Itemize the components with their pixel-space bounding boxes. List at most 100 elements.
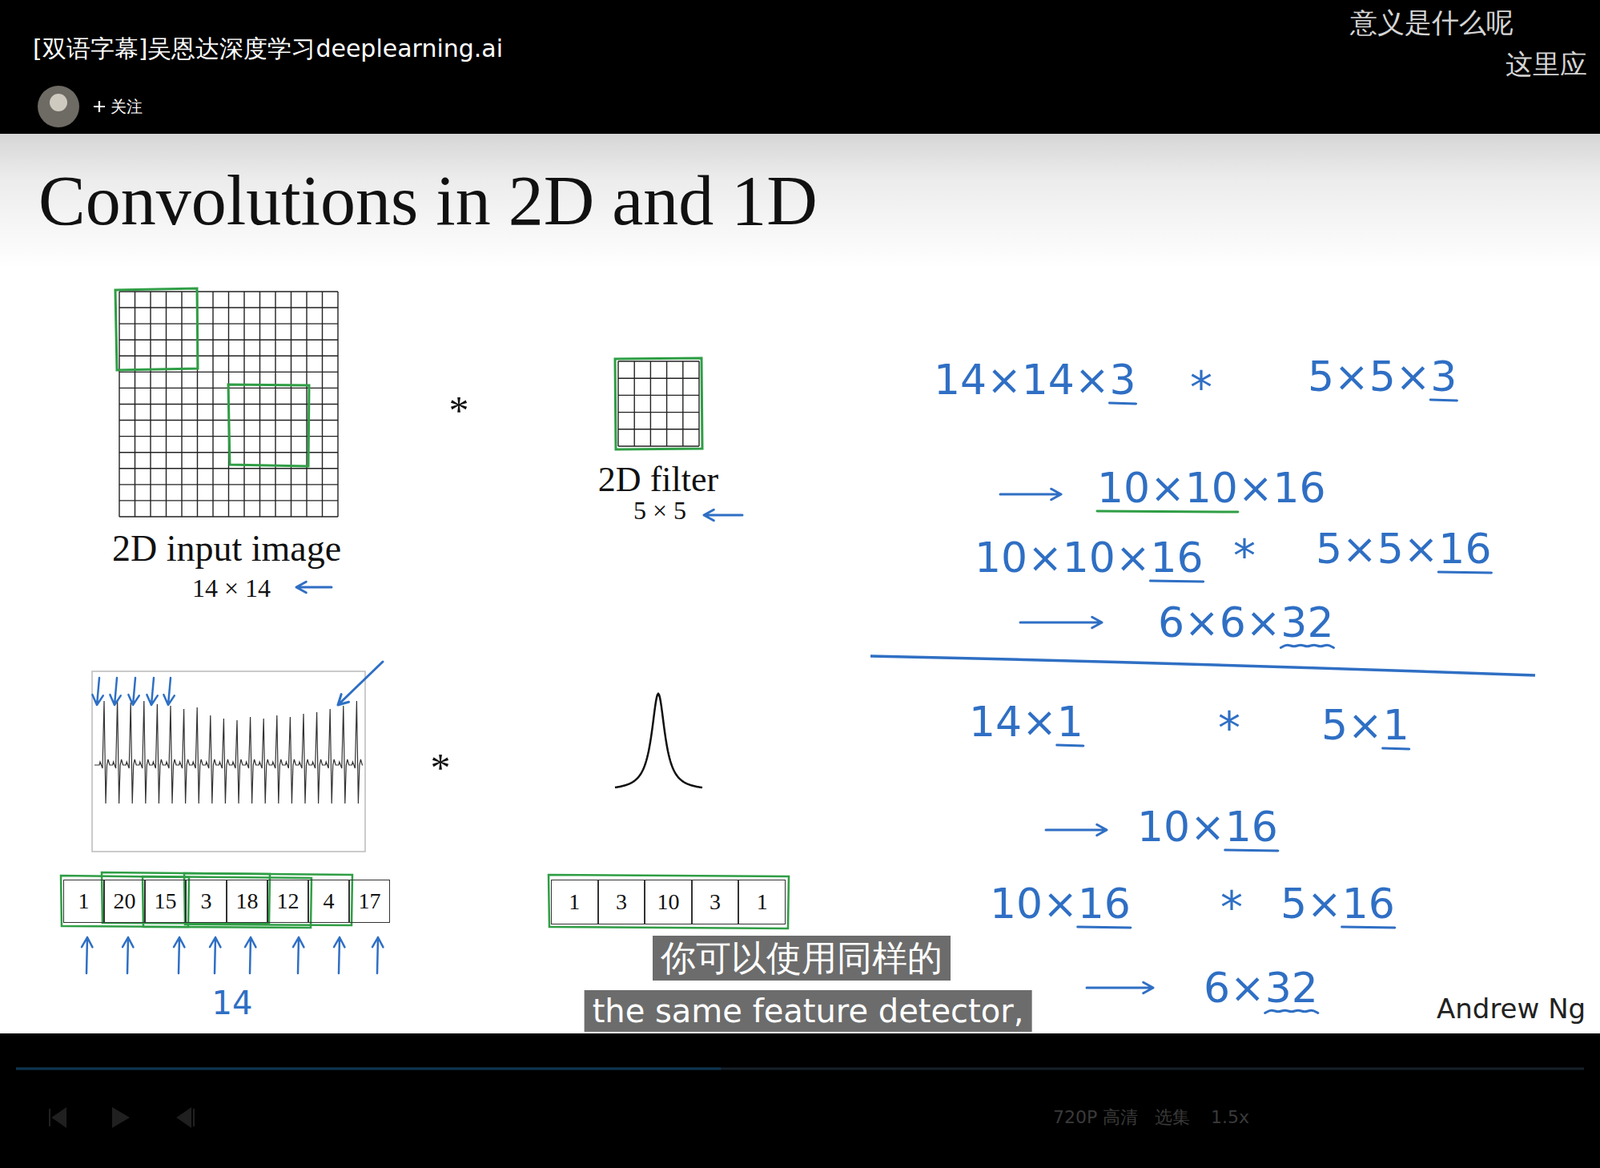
video-title: [双语字幕]吴恩达深度学习deeplearning.ai — [32, 36, 503, 61]
window-outline — [228, 384, 310, 467]
hand-arrow — [128, 677, 139, 705]
hand-dimension: 5×1 — [1321, 703, 1410, 746]
dimension: 5 × 5 — [633, 497, 687, 523]
hand-arrow — [81, 936, 93, 973]
grid-line — [618, 445, 700, 447]
episode-button: 选集 — [1154, 1108, 1190, 1126]
grid-line — [337, 291, 338, 517]
progress-played — [16, 1067, 721, 1070]
hand-arrow — [337, 661, 383, 705]
grid-line — [618, 428, 700, 430]
hand-underline — [1109, 402, 1136, 404]
cell-value: 1 — [568, 890, 580, 913]
grid-line — [274, 291, 276, 517]
sequence-cell: 1 — [63, 879, 105, 923]
filter-outline — [615, 357, 703, 450]
window-outline — [184, 872, 353, 925]
hand-dimension: 14×1 — [968, 700, 1084, 743]
hand-underline — [1057, 744, 1084, 746]
hand-underline — [1438, 571, 1492, 573]
hand-dimension: 10×16 — [1137, 805, 1279, 848]
cell-value: 3 — [709, 890, 721, 913]
grid-line — [259, 291, 261, 517]
hand-dimension: 10×10×16 — [1097, 466, 1327, 509]
sequence-cell: 10 — [644, 879, 692, 925]
follow-button: 关注 — [110, 98, 143, 115]
speed-button: 1.5x — [1210, 1108, 1250, 1126]
hand-arrow — [209, 936, 221, 973]
hand-operator: * — [1233, 533, 1256, 579]
figure-label: 2D input image — [112, 530, 342, 567]
grid-line — [290, 291, 292, 517]
hand-underline — [1265, 1009, 1319, 1013]
cell-value: 15 — [154, 889, 177, 913]
hand-arrow — [173, 936, 185, 973]
window-outline — [142, 876, 312, 928]
hand-arrow — [703, 509, 743, 520]
cell-value: 1 — [78, 889, 90, 913]
input-grid — [119, 291, 338, 517]
danmaku-comment: 这里应 — [1505, 50, 1588, 78]
hand-underline — [1382, 747, 1410, 749]
quality-button: 720P 高清 — [1053, 1108, 1138, 1126]
hand-dimension: 10×16 — [989, 882, 1131, 925]
hand-arrow — [296, 581, 332, 592]
control-bar — [0, 1033, 1600, 1168]
ecg-signal — [94, 699, 362, 804]
hand-dimension: 5×5×16 — [1315, 527, 1492, 570]
signal-frame — [92, 671, 366, 852]
hand-note: 14 — [212, 986, 254, 1019]
hand-operator: * — [1189, 365, 1213, 411]
hand-underline — [1280, 644, 1334, 648]
progress-track — [16, 1067, 1584, 1070]
grid-line — [119, 467, 338, 469]
hand-arrow — [293, 936, 304, 973]
subtitle-line: 你可以使用同样的 — [652, 935, 951, 981]
hand-arrow — [1045, 824, 1107, 835]
sequence-cell: 3 — [691, 879, 740, 925]
hand-arrow — [372, 936, 383, 973]
grid-line — [119, 483, 338, 485]
hand-arrow — [333, 936, 345, 973]
hand-dimension: 6×32 — [1203, 966, 1319, 1009]
cell-value: 17 — [358, 889, 382, 913]
grid-line — [617, 361, 619, 447]
sequence-cell: 4 — [308, 879, 350, 923]
sequence-cell: 12 — [267, 879, 309, 923]
author-name: Andrew Ng — [1436, 994, 1586, 1022]
hand-arrow — [146, 677, 157, 705]
slide-ground — [0, 133, 1600, 1034]
hand-arrow — [122, 936, 133, 973]
grid-line — [321, 291, 323, 517]
hand-dimension: 14×14×3 — [933, 358, 1137, 401]
grid-line — [682, 361, 684, 447]
slide-title: Convolutions in 2D and 1D — [38, 165, 818, 237]
sequence-cell: 20 — [104, 879, 145, 923]
hand-arrow — [1086, 981, 1154, 993]
hand-underline — [1097, 510, 1239, 512]
window-outline — [60, 875, 189, 927]
convolution-operator: * — [430, 747, 451, 788]
grid-line — [666, 361, 668, 447]
sequence-cell: 15 — [144, 879, 186, 923]
peak-curve — [615, 693, 703, 788]
cell-value: 12 — [277, 889, 300, 913]
sequence-cell: 18 — [226, 879, 268, 923]
grid-line — [634, 361, 636, 447]
divider-line — [870, 655, 1536, 676]
window-outline — [101, 872, 270, 924]
hand-dimension: 10×10×16 — [974, 536, 1204, 579]
convolution-operator: * — [449, 389, 470, 431]
grid-line — [698, 361, 700, 447]
prev-icon — [49, 1108, 66, 1126]
cell-value: 3 — [615, 890, 628, 913]
hand-underline — [1430, 399, 1457, 401]
avatar-face — [49, 93, 68, 112]
filter-grid — [618, 361, 700, 447]
grid-line — [119, 515, 338, 517]
hand-operator: * — [1218, 705, 1241, 751]
hand-underline — [1077, 926, 1131, 928]
hand-arrow — [1000, 488, 1062, 499]
window-outline — [115, 288, 198, 370]
figure-label: 2D filter — [598, 462, 719, 498]
